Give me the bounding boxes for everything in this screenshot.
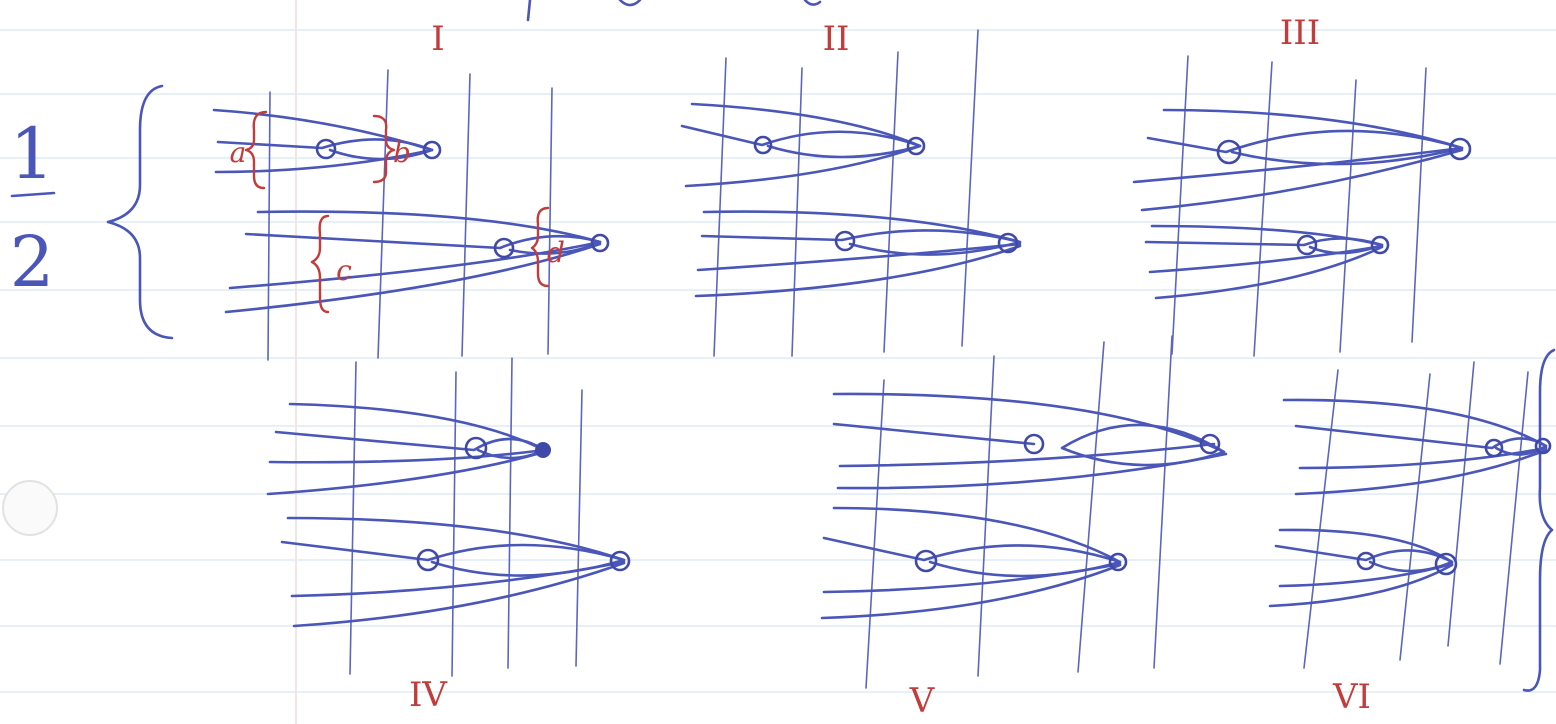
label-c: c (336, 254, 352, 287)
panel-5-sheet (824, 564, 1120, 592)
label-c-brace (312, 216, 328, 312)
fraction: 1 2 (10, 113, 55, 303)
panel-4: IV (268, 358, 629, 715)
panel-3-sheet (1148, 131, 1462, 164)
panel-2-vertical-line (884, 52, 898, 352)
panel-3-sheet (1164, 110, 1462, 148)
panel-4-vertical-line (452, 372, 456, 676)
panel-4-sheet (290, 404, 544, 450)
panel-2-sheet (682, 126, 920, 157)
panel-6-sheet (1280, 564, 1452, 586)
panel-4-node (535, 442, 551, 458)
panel-6-vertical-line (1448, 362, 1474, 646)
panel-1-sheet (230, 242, 600, 288)
panel-1-vertical-line (548, 88, 552, 354)
fraction-numerator: 1 (10, 113, 55, 195)
panel-4-vertical-line (576, 390, 582, 666)
top-scribble (528, 0, 820, 20)
panel-5-node (916, 551, 936, 571)
panel-3-vertical-line (1412, 68, 1426, 342)
panel-2: II (682, 19, 1020, 356)
panel-4-sheet (288, 518, 624, 560)
label-a: a (230, 136, 247, 169)
panel-6-label: VI (1332, 677, 1371, 717)
label-d-brace (532, 208, 548, 286)
panel-5-vertical-line (1154, 336, 1172, 668)
panel-1-label: I (431, 19, 444, 59)
panel-2-vertical-line (962, 30, 978, 346)
punch-hole (3, 481, 57, 535)
panel-3: III (1134, 13, 1470, 356)
label-b: b (393, 136, 411, 169)
panel-6-sheet (1280, 530, 1452, 562)
panel-6-vertical-line (1304, 370, 1338, 668)
panel-2-label: II (823, 19, 850, 59)
panel-1-vertical-line (462, 74, 470, 356)
panel-5-vertical-line (978, 356, 994, 676)
panel-4-label: IV (409, 675, 448, 715)
panel-6-vertical-line (1400, 374, 1430, 660)
panel-5-label: V (909, 681, 936, 721)
panel-6-sheet (1300, 448, 1546, 468)
curly-brace-right (1524, 350, 1554, 691)
curly-brace-left (108, 86, 172, 338)
panel-2-sheet (696, 246, 1020, 296)
panel-5-sheet (834, 508, 1120, 562)
panel-2-sheet (698, 244, 1020, 270)
fraction-denominator: 2 (10, 221, 55, 303)
panel-4-sheet (270, 450, 544, 462)
panel-3-sheet (1150, 246, 1382, 272)
label-d: d (547, 236, 565, 269)
label-a-brace (246, 112, 266, 188)
panel-6: VI (1270, 362, 1550, 717)
panel-2-sheet (702, 230, 1020, 254)
panel-4-vertical-line (508, 358, 512, 668)
panel-3-label: III (1280, 13, 1320, 53)
panel-1-vertical-line (268, 92, 270, 360)
panel-1: I a b c d (214, 19, 608, 360)
panel-5: V (822, 336, 1226, 721)
panel-3-vertical-line (1254, 62, 1272, 356)
panel-2-vertical-line (714, 58, 726, 356)
panel-2-sheet (692, 104, 920, 146)
panel-6-vertical-line (1500, 372, 1528, 664)
panel-5-vertical-line (1078, 342, 1104, 672)
